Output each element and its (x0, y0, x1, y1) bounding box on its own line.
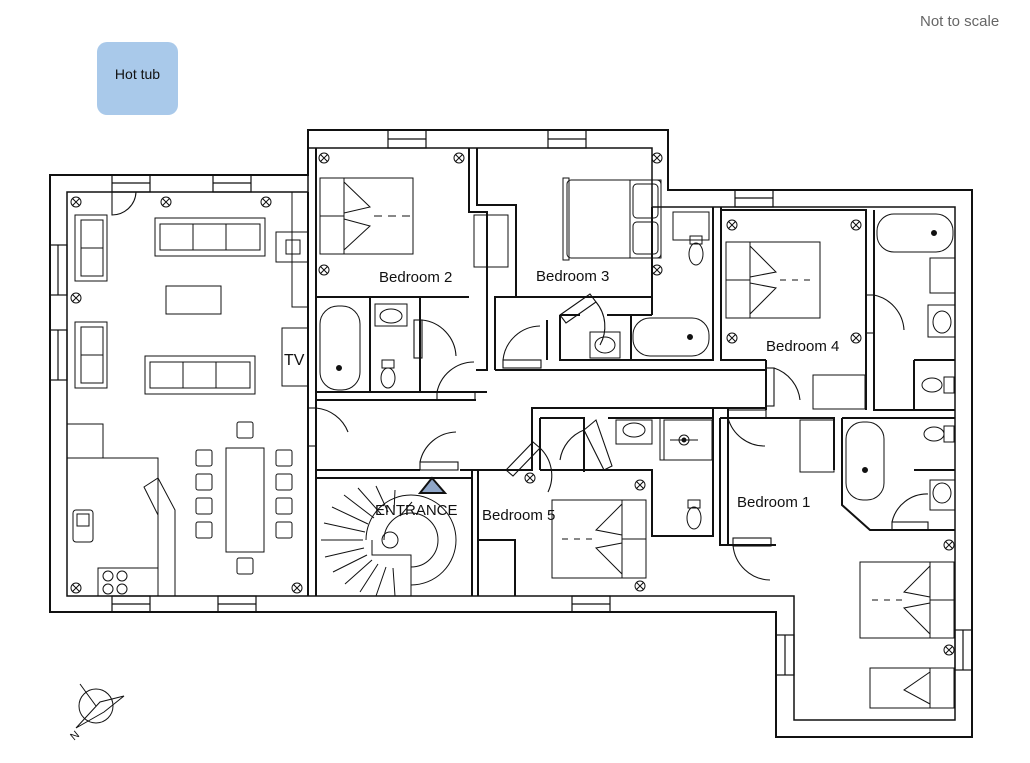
bedroom-3-label: Bedroom 3 (536, 268, 610, 285)
bedroom-3-ensuite (589, 211, 710, 359)
bedroom-1-furniture (799, 419, 955, 709)
dining-chairs (195, 421, 293, 575)
bedroom-5-label: Bedroom 5 (482, 507, 556, 524)
bedroom-2-furniture (319, 177, 414, 255)
bedroom-4-furniture (725, 241, 866, 410)
bedroom-2-label: Bedroom 2 (379, 269, 453, 286)
bedroom-3-furniture (473, 177, 662, 268)
entrance-marker (417, 476, 448, 494)
bedroom-1-ensuite (845, 421, 956, 511)
bedroom-1-label: Bedroom 1 (737, 494, 811, 511)
compass-icon (75, 683, 125, 729)
bedroom-4-label: Bedroom 4 (766, 338, 840, 355)
living-room-furniture (66, 191, 309, 597)
bedroom-4-ensuite (876, 213, 956, 394)
bedroom-5-ensuite (615, 419, 713, 530)
spiral-staircase (321, 485, 457, 597)
ceiling-lights (70, 152, 955, 656)
doors (111, 191, 929, 581)
windows (49, 129, 973, 676)
hot-tub: Hot tub (97, 42, 178, 115)
interior-walls (307, 148, 955, 596)
hot-tub-label: Hot tub (114, 66, 161, 82)
bedroom-2-ensuite (319, 303, 408, 391)
compass-north-label: N (68, 729, 82, 743)
outer-walls (49, 129, 973, 738)
bedroom-5-furniture (551, 499, 647, 579)
entrance-label: ENTRANCE (375, 502, 458, 519)
tv-label: TV (284, 352, 305, 369)
not-to-scale-note: Not to scale (920, 13, 1000, 30)
